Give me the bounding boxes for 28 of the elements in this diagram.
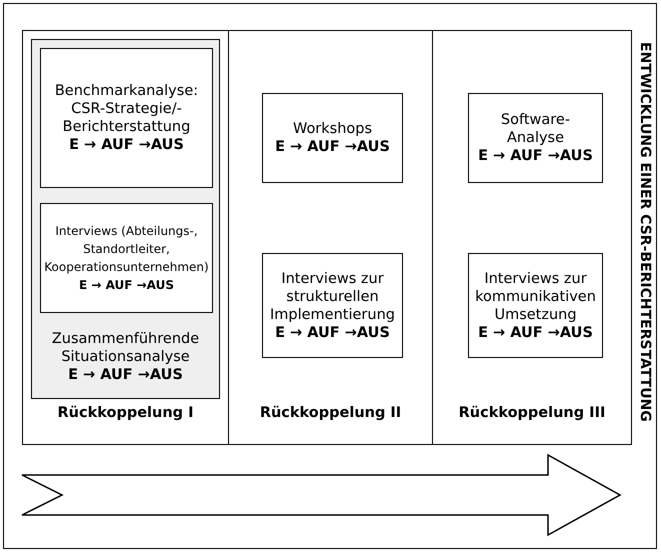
process-box	[262, 93, 403, 183]
box-title: Interviews zur strukturellen Implementierung	[269, 270, 396, 324]
phase-column	[22, 30, 229, 445]
process-flow-text: E → AUF →AUS	[478, 324, 593, 342]
process-flow-text: E → AUF →AUS	[275, 324, 390, 342]
box-title: Interviews zur kommunikativen Umsetzung	[475, 270, 596, 324]
process-flow-text: E → AUF →AUS	[275, 138, 390, 156]
column-label: Rückkoppelung III	[458, 404, 606, 422]
phase-column	[228, 30, 433, 445]
analysis-panel	[31, 39, 220, 399]
box-title: Workshops	[292, 120, 372, 138]
process-flow-text: E → AUF →AUS	[78, 277, 174, 294]
process-box	[40, 203, 213, 313]
panel-title: Zusammenführende Situationsanalyse	[50, 330, 200, 366]
process-flow-text: E → AUF →AUS	[69, 136, 184, 154]
process-flow-text: E → AUF →AUS	[68, 366, 183, 384]
process-flow-text: E → AUF →AUS	[478, 147, 593, 165]
box-title: Software-Analyse	[500, 111, 572, 147]
column-label: Rückkoppelung II	[258, 404, 402, 422]
vertical-heading: ENTWICKLUNG EINER CSR-BERICHTERSTATTUNG	[636, 42, 654, 422]
box-title: Benchmarkanalyse: CSR-Strategie/-Berichterstattung	[54, 82, 200, 136]
column-label: Rückkoppelung I	[56, 404, 194, 422]
process-box	[262, 253, 403, 358]
process-box	[468, 93, 603, 183]
phase-column	[432, 30, 632, 445]
process-box	[40, 48, 213, 188]
box-title: Interviews (Abteilungs-, Standortleiter, Kooperationsunternehmen)	[43, 223, 210, 276]
process-box	[468, 253, 603, 358]
